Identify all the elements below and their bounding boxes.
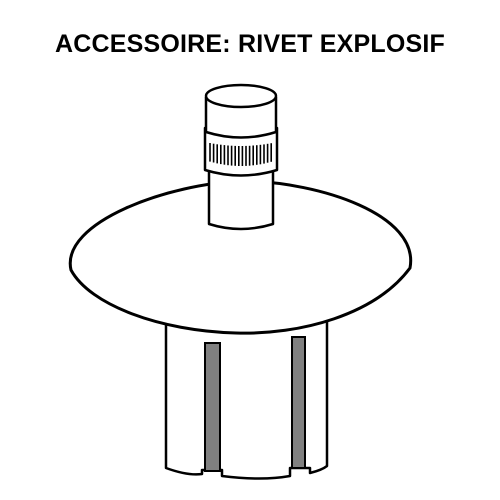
pin-cap (204, 83, 278, 139)
shank-slot-left (204, 342, 221, 472)
mandrel-pin (207, 170, 275, 231)
knurled-band (203, 126, 279, 177)
shank-slots (204, 336, 306, 472)
shank-slot-right (291, 336, 306, 469)
page-title: ACCESSOIRE: RIVET EXPLOSIF (55, 30, 445, 58)
dome-head (68, 179, 413, 335)
